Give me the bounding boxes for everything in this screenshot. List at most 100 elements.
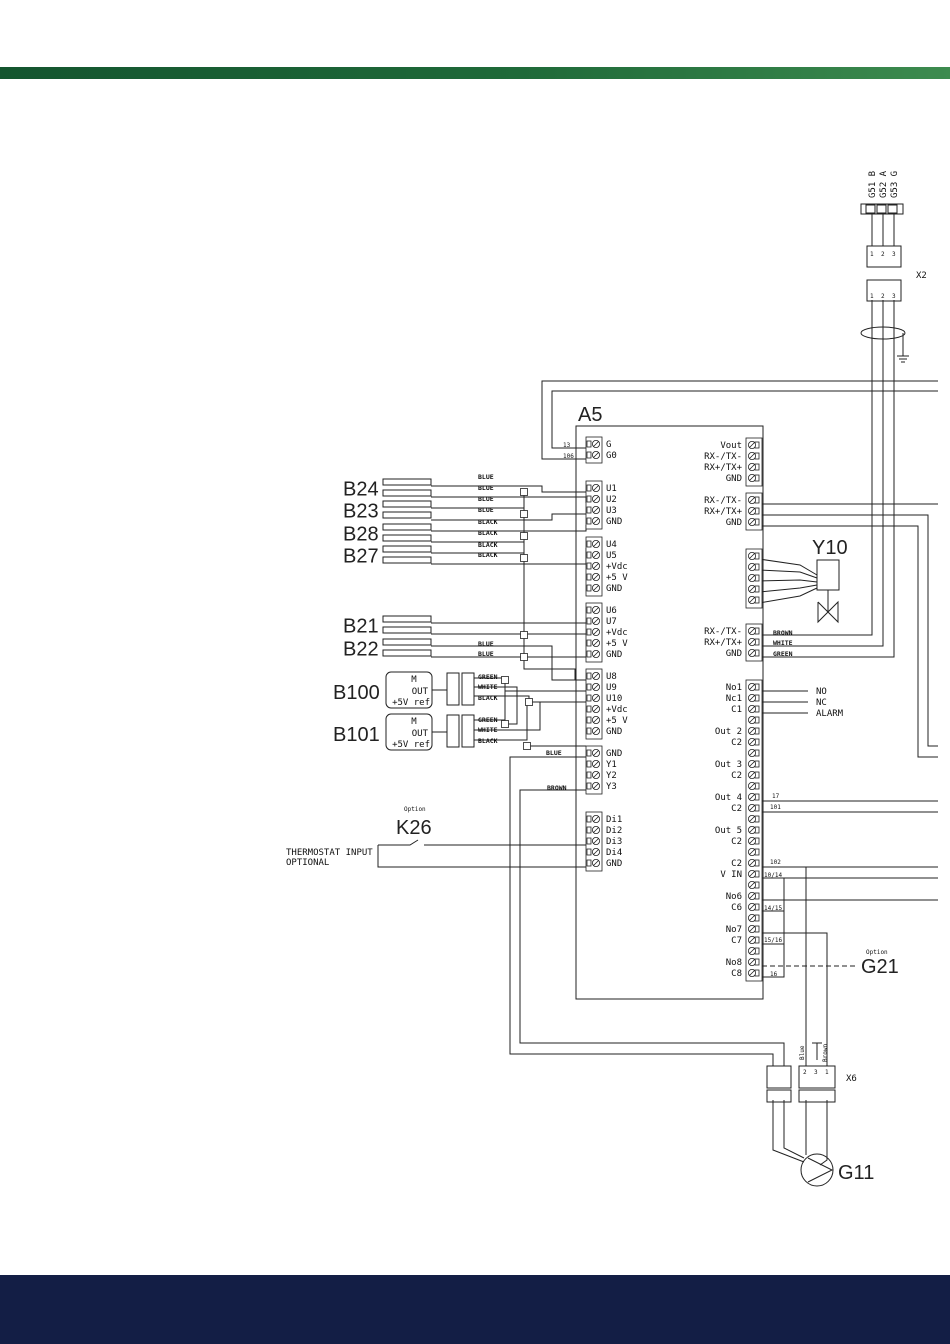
terminal-label-c2: C2 [731, 771, 742, 781]
right-terminal-screw-slot [749, 442, 755, 448]
right-terminal-screw-slot [749, 860, 755, 866]
pump-connector-female [766, 1065, 792, 1089]
terminal-label-g0: G0 [606, 451, 617, 461]
terminal-label-u2: U2 [606, 495, 617, 505]
pin-number-x6: 2 [803, 1069, 807, 1076]
left-terminal-pin [586, 749, 592, 757]
sensor-probe [382, 478, 432, 486]
terminal-label-c8: C8 [731, 969, 742, 979]
connector-x2-female [866, 245, 902, 268]
terminal-label-gnd: GND [726, 474, 742, 484]
terminal-label-u10: U10 [606, 694, 622, 704]
left-terminal-pin [586, 837, 592, 845]
right-terminal-screw-slot [749, 761, 755, 767]
terminal-label-y3: Y3 [606, 782, 617, 792]
terminal-label-di3: Di3 [606, 837, 622, 847]
right-terminal-screw-slot [749, 575, 755, 581]
terminal-label-out-2: Out 2 [715, 727, 742, 737]
right-terminal-screw-slot [749, 970, 755, 976]
left-terminal-pin [586, 517, 592, 525]
terminal-label-out-5: Out 5 [715, 826, 742, 836]
wire-number-15-16: 15/16 [764, 937, 782, 944]
left-terminal-screw-slot [593, 640, 599, 646]
bus-terminal-strip [860, 203, 904, 215]
left-terminal-screw-slot [593, 441, 599, 447]
right-terminal-screw-slot [749, 948, 755, 954]
right-terminal-screw-slot [749, 728, 755, 734]
right-terminal-screw-slot [749, 639, 755, 645]
left-terminal-screw-slot [593, 750, 599, 756]
terminal-label-nc1: Nc1 [726, 694, 742, 704]
right-terminal-screw-slot [749, 475, 755, 481]
left-terminal-screw-slot [593, 728, 599, 734]
right-terminal-screw-slot [749, 794, 755, 800]
wire-number-17: 17 [772, 793, 780, 800]
transducer-m-label: M [411, 675, 417, 685]
wire-color-label-green: GREEN [478, 673, 498, 681]
wire-junction [520, 510, 528, 518]
left-terminal-screw-slot [593, 673, 599, 679]
sensor-probe [382, 638, 432, 646]
left-terminal-screw-slot [593, 761, 599, 767]
left-terminal-pin [586, 573, 592, 581]
transducer-out-label: OUT [412, 729, 429, 739]
right-terminal-screw-slot [749, 717, 755, 723]
terminal-label-rx-tx: RX-/TX- [704, 496, 742, 506]
wire-junction [523, 742, 531, 750]
left-terminal-pin [586, 495, 592, 503]
header-bar [0, 67, 950, 79]
wire-junction [520, 488, 528, 496]
terminal-label-c7: C7 [731, 936, 742, 946]
wire-color-label-blue: BLUE [478, 484, 494, 492]
left-terminal-pin [586, 562, 592, 570]
pin-number-x6: 3 [814, 1069, 818, 1076]
terminal-label-no8: No8 [726, 958, 742, 968]
sensor-label-b28: B28 [343, 524, 379, 546]
sensor-probe [382, 626, 432, 634]
terminal-label-gnd: GND [606, 517, 622, 527]
right-terminal-screw-slot [749, 882, 755, 888]
right-terminal-screw-slot [749, 695, 755, 701]
right-terminal-screw-slot [749, 783, 755, 789]
terminal-label-di4: Di4 [606, 848, 622, 858]
sensor-probe [382, 534, 432, 542]
transducer-m-label: M [411, 717, 417, 727]
right-terminal-screw-slot [749, 497, 755, 503]
pin-number-x6: 1 [825, 1069, 829, 1076]
terminal-label-5-v: +5 V [606, 716, 628, 726]
wire-number-14-15: 14/15 [764, 905, 782, 912]
left-terminal-screw-slot [593, 695, 599, 701]
right-terminal-screw-slot [749, 959, 755, 965]
right-terminal-screw-slot [749, 893, 755, 899]
sensor-label-b27: B27 [343, 546, 379, 568]
sensor-probe [382, 500, 432, 508]
right-terminal-screw-slot [749, 772, 755, 778]
wire-color-label-green: GREEN [773, 650, 793, 658]
wire-color-label-black: BLACK [478, 541, 498, 549]
left-terminal-block [585, 480, 603, 530]
terminal-label-c2: C2 [731, 804, 742, 814]
wire-color-label-black: BLACK [478, 529, 498, 537]
bus-terminal [887, 204, 898, 214]
right-terminal-screw-slot [749, 838, 755, 844]
terminal-label-out-4: Out 4 [715, 793, 742, 803]
terminal-label-no6: No6 [726, 892, 742, 902]
terminal-label-u6: U6 [606, 606, 617, 616]
left-terminal-pin [586, 650, 592, 658]
transducer-socket [461, 714, 475, 748]
component-label-g11: G11 [838, 1162, 874, 1184]
wire-color-label-blue: BLUE [478, 473, 494, 481]
left-terminal-screw-slot [593, 563, 599, 569]
wire-junction [525, 698, 533, 706]
bus-signal-g52-a: G52 A [879, 170, 889, 198]
left-terminal-pin [586, 606, 592, 614]
wire-color-label-blue: BLUE [478, 650, 494, 658]
terminal-label-5-v: +5 V [606, 639, 628, 649]
left-terminal-pin [586, 683, 592, 691]
terminal-label-c2: C2 [731, 738, 742, 748]
left-terminal-screw-slot [593, 618, 599, 624]
pin-number-x2: 1 [870, 251, 874, 258]
left-terminal-screw-slot [593, 552, 599, 558]
left-terminal-pin [586, 584, 592, 592]
terminal-label-c2: C2 [731, 859, 742, 869]
